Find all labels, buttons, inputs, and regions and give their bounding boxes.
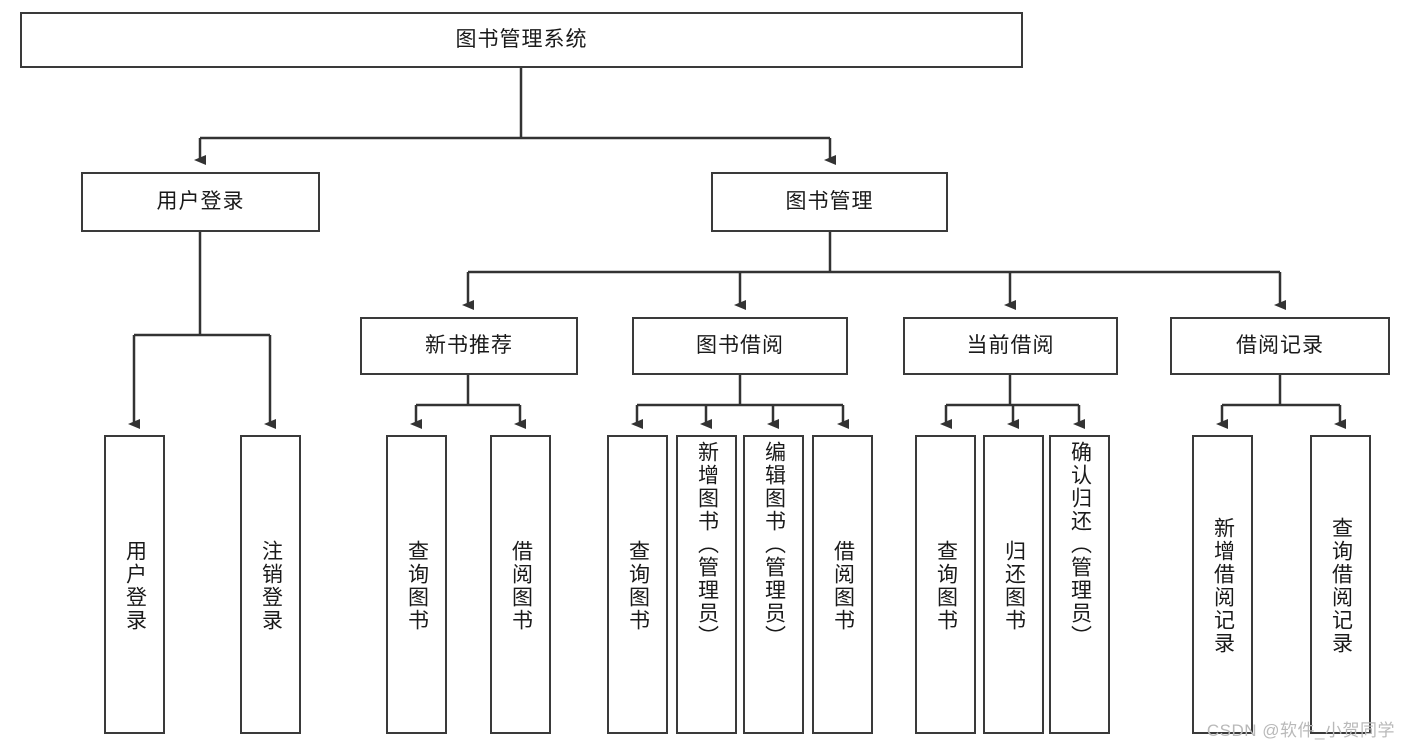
leaf-current-return-book[interactable]: 归还图书 bbox=[983, 435, 1044, 734]
leaf-user-login[interactable]: 用户登录 bbox=[104, 435, 165, 734]
leaf-user-logout[interactable]: 注销登录 bbox=[240, 435, 301, 734]
node-label: 查询图书 bbox=[934, 539, 958, 632]
node-label: 用户登录 bbox=[156, 190, 245, 214]
leaf-record-query-record[interactable]: 查询借阅记录 bbox=[1310, 435, 1371, 734]
leaf-current-confirm-return-admin[interactable]: 确认归还（管理员） bbox=[1049, 435, 1110, 734]
node-label: 图书管理系统 bbox=[455, 28, 588, 52]
leaf-borrow-query-book[interactable]: 查询图书 bbox=[607, 435, 668, 734]
node-label: 用户登录 bbox=[123, 539, 147, 632]
node-label: 借阅图书 bbox=[509, 539, 533, 632]
node-label: 查询图书 bbox=[405, 539, 429, 632]
node-label: 借阅记录 bbox=[1236, 334, 1324, 358]
node-label: 查询图书 bbox=[626, 539, 650, 632]
node-label: 新增借阅记录 bbox=[1211, 516, 1235, 655]
node-label: 图书借阅 bbox=[696, 334, 784, 358]
node-current-borrow[interactable]: 当前借阅 bbox=[903, 317, 1118, 375]
node-user-login[interactable]: 用户登录 bbox=[81, 172, 320, 232]
node-borrow-record[interactable]: 借阅记录 bbox=[1170, 317, 1390, 375]
leaf-recommend-query-book[interactable]: 查询图书 bbox=[386, 435, 447, 734]
node-label: 借阅图书 bbox=[831, 539, 855, 632]
node-label: 新增图书（管理员） bbox=[695, 441, 719, 648]
csdn-watermark: CSDN @软件_小贺同学 bbox=[1206, 721, 1395, 740]
leaf-borrow-borrow-book[interactable]: 借阅图书 bbox=[812, 435, 873, 734]
leaf-record-add-record[interactable]: 新增借阅记录 bbox=[1192, 435, 1253, 734]
node-label: 编辑图书（管理员） bbox=[762, 441, 786, 648]
leaf-borrow-edit-book-admin[interactable]: 编辑图书（管理员） bbox=[743, 435, 804, 734]
node-book-borrow[interactable]: 图书借阅 bbox=[632, 317, 848, 375]
node-root-system[interactable]: 图书管理系统 bbox=[20, 12, 1023, 68]
leaf-borrow-add-book-admin[interactable]: 新增图书（管理员） bbox=[676, 435, 737, 734]
leaf-current-query-book[interactable]: 查询图书 bbox=[915, 435, 976, 734]
node-label: 当前借阅 bbox=[966, 334, 1055, 358]
node-book-management[interactable]: 图书管理 bbox=[711, 172, 948, 232]
node-new-book-recommend[interactable]: 新书推荐 bbox=[360, 317, 578, 375]
node-label: 图书管理 bbox=[785, 190, 874, 214]
node-label: 新书推荐 bbox=[425, 334, 513, 358]
node-label: 确认归还（管理员） bbox=[1068, 441, 1092, 648]
node-label: 查询借阅记录 bbox=[1329, 516, 1353, 655]
node-label: 注销登录 bbox=[259, 539, 283, 632]
node-label: 归还图书 bbox=[1002, 539, 1026, 632]
leaf-recommend-borrow-book[interactable]: 借阅图书 bbox=[490, 435, 551, 734]
